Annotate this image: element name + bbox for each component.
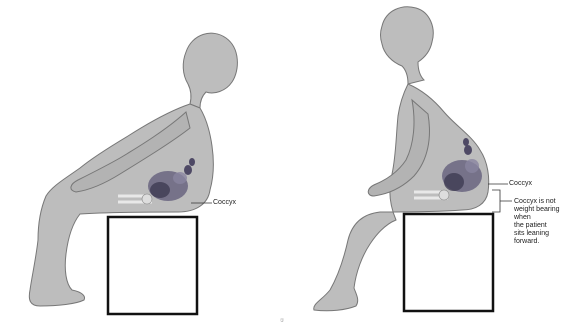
right-panel — [314, 7, 512, 311]
left-stool — [108, 217, 197, 314]
right-coccyx-label: Coccyx — [509, 180, 532, 188]
note-line: the patient — [514, 222, 560, 230]
right-stool — [404, 214, 493, 311]
right-coccyx-note: Coccyx is not weight bearing when the pa… — [514, 198, 560, 246]
note-line: weight bearing — [514, 206, 560, 214]
note-line: sits leaning — [514, 230, 560, 238]
left-coccyx-label: Coccyx — [213, 199, 236, 207]
right-head — [381, 7, 434, 84]
credit-mark: © — [279, 316, 285, 322]
left-panel — [29, 33, 237, 314]
note-line: Coccyx is not — [514, 198, 560, 206]
left-head — [183, 33, 237, 108]
right-note-bracket — [492, 190, 512, 212]
note-line: when — [514, 214, 560, 222]
note-line: forward. — [514, 238, 560, 246]
